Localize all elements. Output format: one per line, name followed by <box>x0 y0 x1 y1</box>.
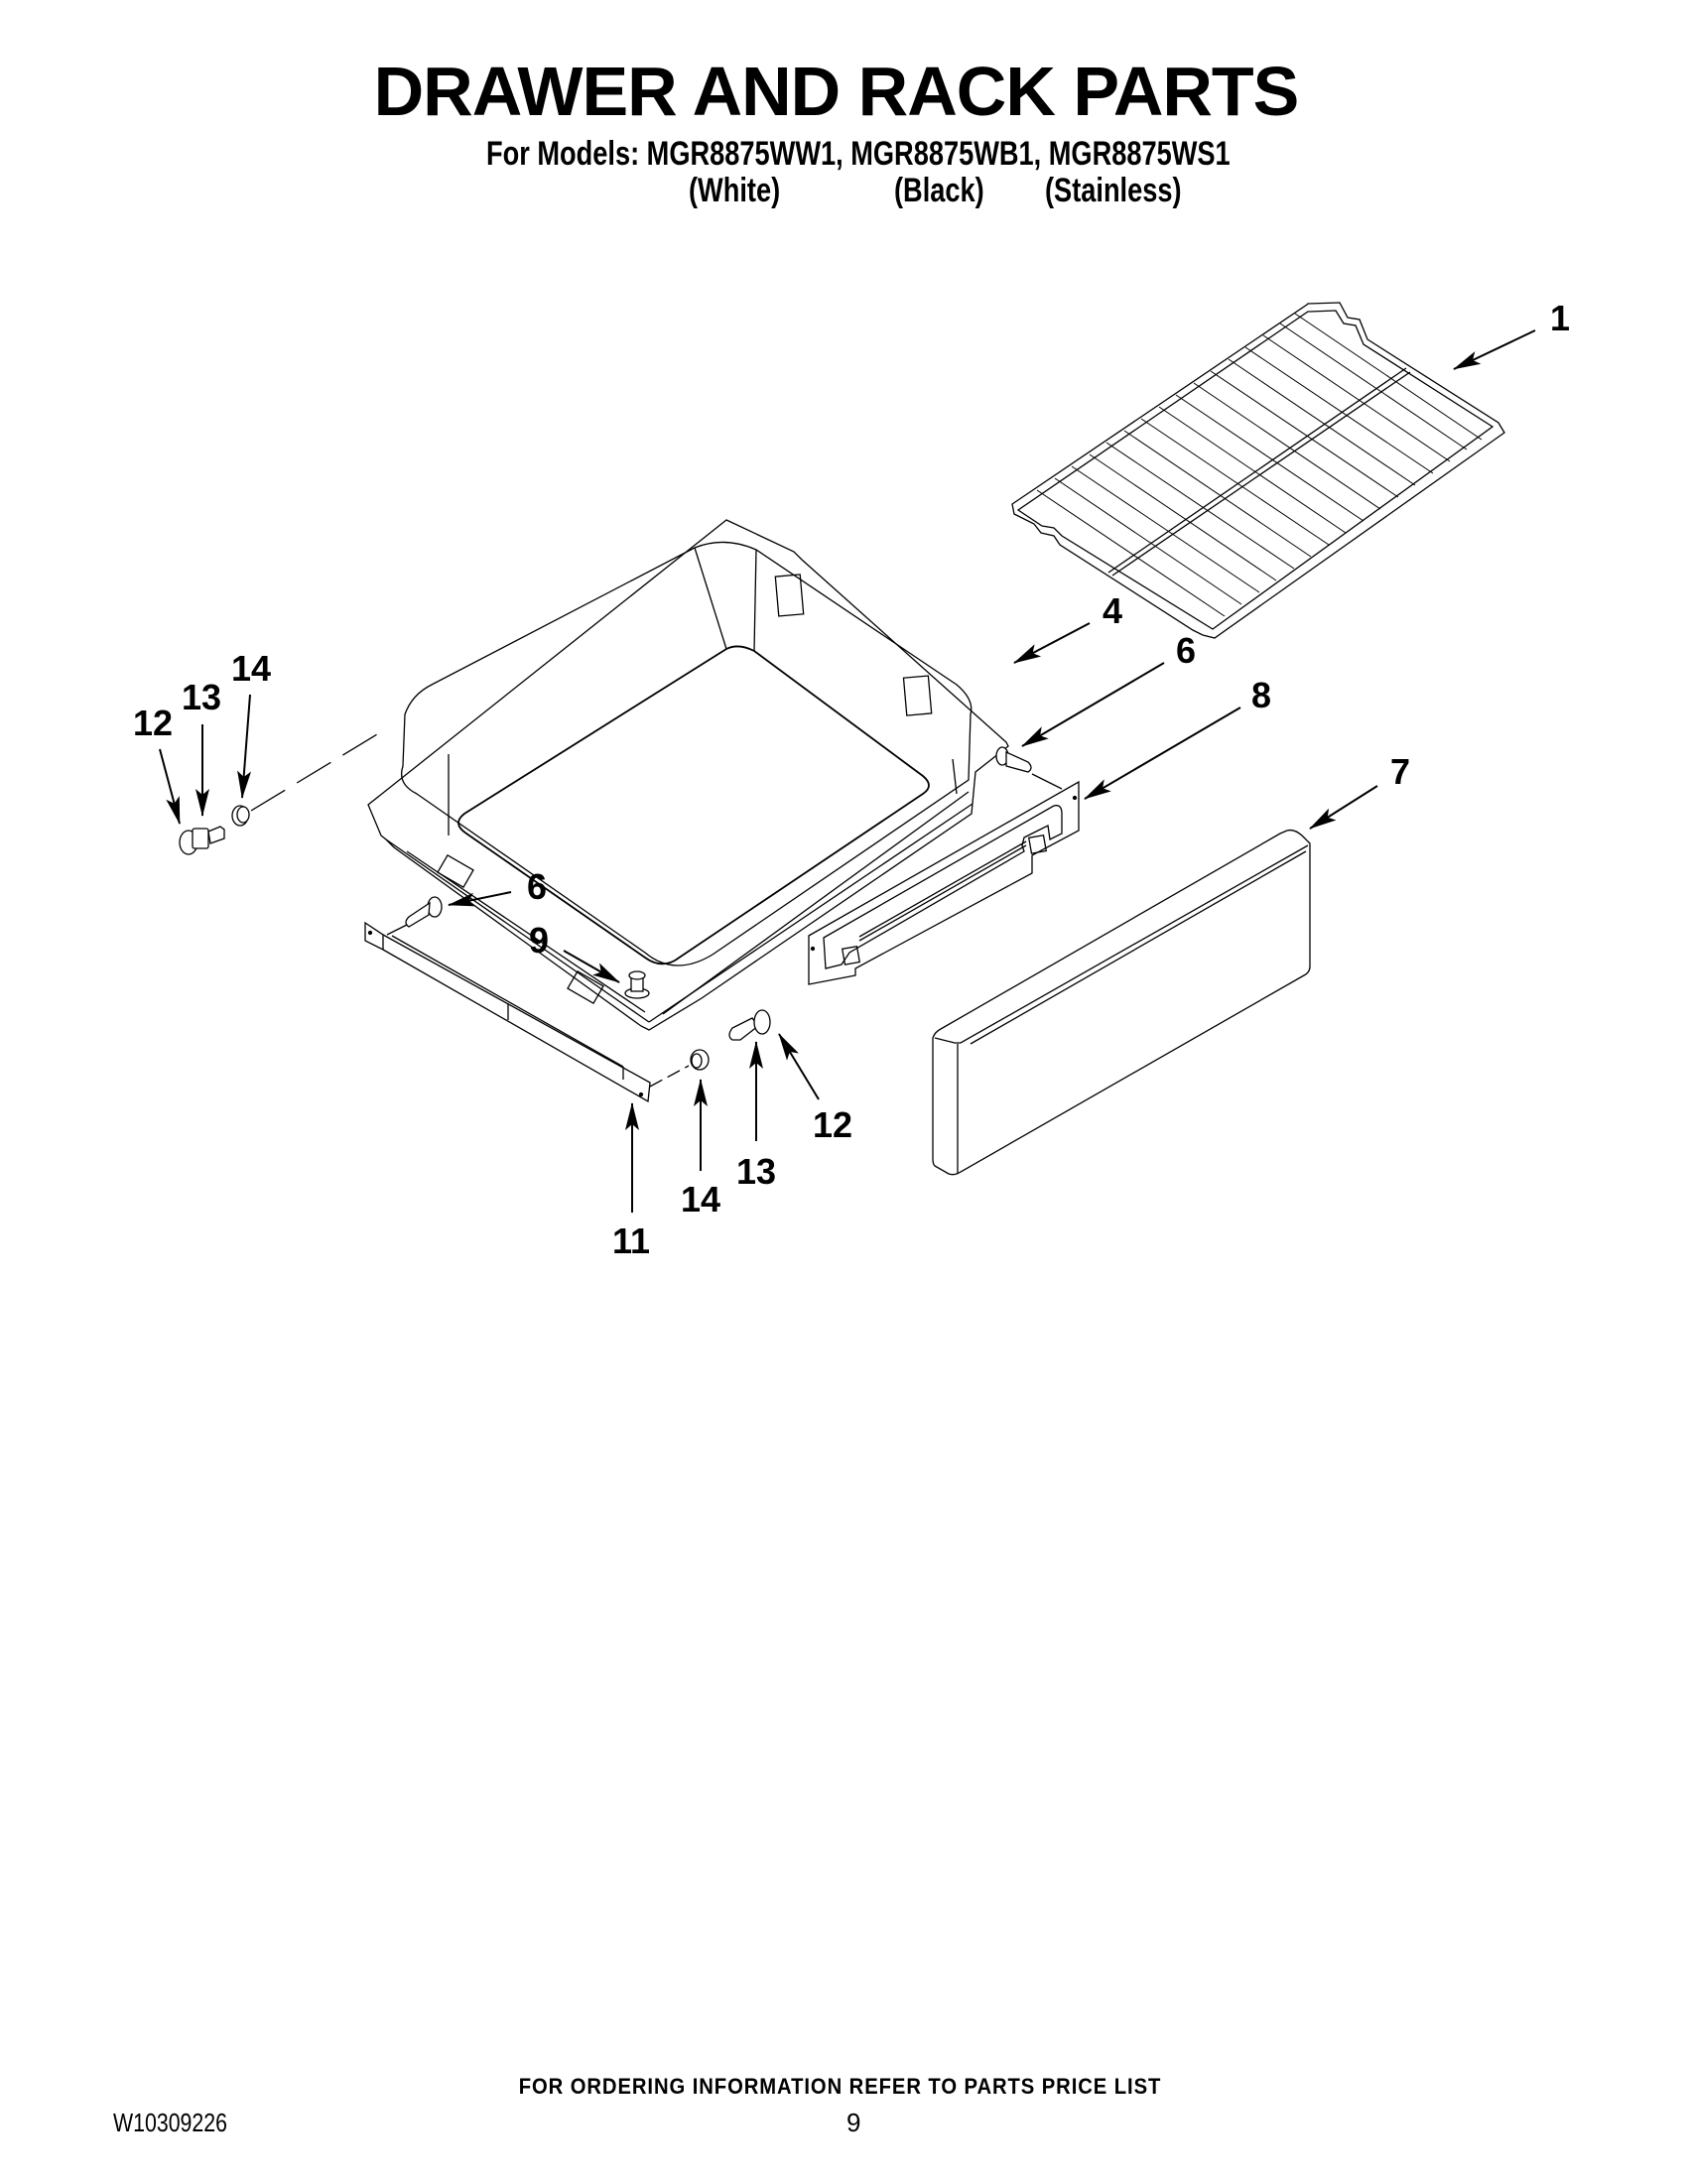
callout-12-left: 12 <box>133 703 173 743</box>
leader-arrows <box>159 329 1536 1213</box>
variant-white: (White) <box>689 172 781 209</box>
ordering-note: FOR ORDERING INFORMATION REFER TO PARTS … <box>518 2074 1162 2099</box>
slide-rail <box>364 921 651 1103</box>
drawer-front-bracket <box>808 780 1080 985</box>
oven-rack <box>1011 302 1505 639</box>
models-line: For Models: MGR8875WW1, MGR8875WB1, MGR8… <box>486 135 1231 173</box>
callout-13-right: 13 <box>736 1151 776 1192</box>
callout-12-right: 12 <box>813 1104 852 1145</box>
variant-black: (Black) <box>894 172 984 209</box>
callout-1: 1 <box>1550 298 1570 338</box>
callout-11: 11 <box>612 1220 650 1261</box>
left-bolt-and-nut <box>179 733 378 855</box>
callout-labels: 1 4 6 8 7 12 13 14 6 9 11 14 13 12 <box>133 298 1570 1261</box>
variant-stainless: (Stainless) <box>1045 172 1182 209</box>
screw-9 <box>624 970 650 999</box>
callout-9: 9 <box>529 920 549 961</box>
callout-7: 7 <box>1390 751 1410 792</box>
screw-bracket <box>995 746 1063 790</box>
screw-rail <box>386 896 443 936</box>
page-title: DRAWER AND RACK PARTS <box>373 53 1300 130</box>
callout-13-left: 13 <box>182 677 221 717</box>
callout-14-left: 14 <box>231 648 271 689</box>
right-bolt-and-nut <box>649 1009 771 1088</box>
page-number: 9 <box>846 2108 861 2137</box>
storage-drawer <box>367 519 1009 1031</box>
callout-6-lower: 6 <box>527 866 547 907</box>
callout-6-upper: 6 <box>1176 630 1196 671</box>
callout-14-right: 14 <box>681 1179 720 1220</box>
document-number: W10309226 <box>113 2108 227 2137</box>
callout-8: 8 <box>1251 675 1271 715</box>
drawer-front-panel <box>932 829 1311 1176</box>
callout-4: 4 <box>1103 590 1122 631</box>
